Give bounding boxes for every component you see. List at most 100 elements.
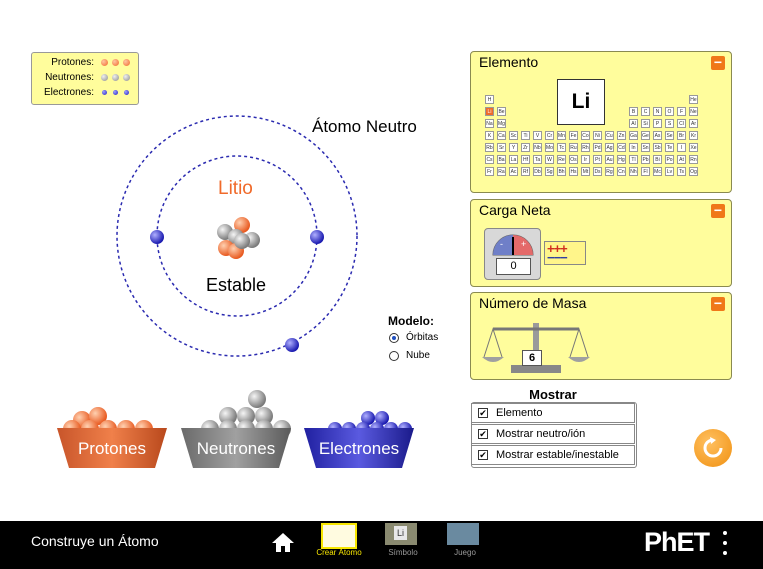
periodic-table-cell[interactable]: Cr <box>545 131 554 140</box>
periodic-table-cell[interactable]: Og <box>689 167 698 176</box>
periodic-table-cell[interactable]: Co <box>581 131 590 140</box>
checkbox-checked-icon[interactable]: ✔ <box>478 450 488 460</box>
periodic-table-cell[interactable]: Xe <box>689 143 698 152</box>
electron[interactable] <box>310 230 324 244</box>
periodic-table-cell[interactable]: Hf <box>521 155 530 164</box>
periodic-table-cell[interactable]: Br <box>677 131 686 140</box>
periodic-table-cell[interactable]: Cs <box>485 155 494 164</box>
periodic-table-cell[interactable]: Ir <box>581 155 590 164</box>
periodic-table-cell[interactable]: Nb <box>533 143 542 152</box>
periodic-table-cell[interactable]: Sc <box>509 131 518 140</box>
collapse-icon[interactable]: − <box>711 55 725 70</box>
screen-tab-game[interactable]: Juego <box>445 521 483 557</box>
periodic-table-cell[interactable]: Ds <box>593 167 602 176</box>
collapse-icon[interactable]: − <box>711 203 725 218</box>
periodic-table-cell[interactable]: Db <box>533 167 542 176</box>
periodic-table-cell[interactable]: Na <box>485 119 494 128</box>
periodic-table-cell[interactable]: Mn <box>557 131 566 140</box>
periodic-table-cell[interactable]: Mo <box>545 143 554 152</box>
periodic-table-cell[interactable]: As <box>653 131 662 140</box>
periodic-table-cell[interactable]: I <box>677 143 686 152</box>
periodic-table-cell[interactable]: Rf <box>521 167 530 176</box>
periodic-table-cell[interactable]: H <box>485 95 494 104</box>
checkbox-checked-icon[interactable]: ✔ <box>478 429 488 439</box>
periodic-table-cell[interactable]: Hg <box>617 155 626 164</box>
periodic-table-cell[interactable]: Ra <box>497 167 506 176</box>
periodic-table-cell[interactable]: C <box>641 107 650 116</box>
periodic-table-cell[interactable]: Zn <box>617 131 626 140</box>
periodic-table-cell[interactable]: Ts <box>677 167 686 176</box>
periodic-table-cell[interactable]: K <box>485 131 494 140</box>
periodic-table-cell[interactable]: He <box>689 95 698 104</box>
periodic-table-cell[interactable]: W <box>545 155 554 164</box>
collapse-icon[interactable]: − <box>711 296 725 311</box>
periodic-table-cell[interactable]: Rb <box>485 143 494 152</box>
periodic-table-cell[interactable]: Y <box>509 143 518 152</box>
neutron-bucket[interactable] <box>181 390 291 468</box>
periodic-table-cell[interactable]: Rh <box>581 143 590 152</box>
periodic-table-cell[interactable]: Cd <box>617 143 626 152</box>
periodic-table-cell[interactable]: Se <box>665 131 674 140</box>
periodic-table-cell[interactable]: Ge <box>641 131 650 140</box>
periodic-table-cell[interactable]: Bh <box>557 167 566 176</box>
periodic-table-cell[interactable]: Ru <box>569 143 578 152</box>
show-element-checkbox[interactable]: ✔ Elemento <box>471 403 635 423</box>
periodic-table-cell[interactable]: Pd <box>593 143 602 152</box>
periodic-table-cell[interactable]: N <box>653 107 662 116</box>
screen-tab-symbol[interactable]: Li Símbolo <box>383 521 421 557</box>
periodic-table-cell[interactable]: B <box>629 107 638 116</box>
periodic-table-cell[interactable]: Be <box>497 107 506 116</box>
periodic-table-cell[interactable]: Fr <box>485 167 494 176</box>
screen-tab-build-atom[interactable]: Crear Átomo <box>316 521 362 557</box>
proton-bucket[interactable] <box>57 407 167 468</box>
periodic-table-cell[interactable]: P <box>653 119 662 128</box>
periodic-table-cell[interactable]: Sn <box>641 143 650 152</box>
phet-logo[interactable]: PhET <box>644 527 710 557</box>
periodic-table-cell[interactable]: Hs <box>569 167 578 176</box>
periodic-table-cell[interactable]: Tc <box>557 143 566 152</box>
periodic-table-cell[interactable]: Tl <box>629 155 638 164</box>
periodic-table-cell[interactable]: Nh <box>629 167 638 176</box>
show-neutral-ion-checkbox[interactable]: ✔ Mostrar neutro/ión <box>471 424 635 444</box>
periodic-table-cell[interactable]: Sg <box>545 167 554 176</box>
periodic-table-cell[interactable]: Po <box>665 155 674 164</box>
periodic-table-cell[interactable]: Zr <box>521 143 530 152</box>
periodic-table-cell[interactable]: Te <box>665 143 674 152</box>
periodic-table-cell[interactable]: Fe <box>569 131 578 140</box>
periodic-table-cell[interactable]: Mg <box>497 119 506 128</box>
periodic-table-cell[interactable]: V <box>533 131 542 140</box>
periodic-table-cell[interactable]: Os <box>569 155 578 164</box>
show-stable-checkbox[interactable]: ✔ Mostrar estable/inestable <box>471 445 635 465</box>
periodic-table-cell[interactable]: Kr <box>689 131 698 140</box>
periodic-table-cell[interactable]: Re <box>557 155 566 164</box>
periodic-table-cell[interactable]: Pb <box>641 155 650 164</box>
periodic-table-cell[interactable]: Ac <box>509 167 518 176</box>
periodic-table-cell[interactable]: Cn <box>617 167 626 176</box>
home-icon[interactable] <box>271 531 295 553</box>
periodic-table-cell[interactable]: Ba <box>497 155 506 164</box>
model-option-orbits[interactable]: Órbitas <box>388 332 448 346</box>
periodic-table-cell[interactable]: Rn <box>689 155 698 164</box>
periodic-table-cell[interactable]: Li <box>485 107 494 116</box>
periodic-table-cell[interactable]: Fl <box>641 167 650 176</box>
phet-menu-button[interactable] <box>720 530 730 558</box>
nucleus[interactable] <box>217 217 260 259</box>
checkbox-checked-icon[interactable]: ✔ <box>478 408 488 418</box>
electron[interactable] <box>285 338 299 352</box>
periodic-table-cell[interactable]: Rg <box>605 167 614 176</box>
radio-icon[interactable] <box>389 351 399 361</box>
periodic-table-cell[interactable]: Si <box>641 119 650 128</box>
periodic-table-cell[interactable]: Mc <box>653 167 662 176</box>
periodic-table-cell[interactable]: F <box>677 107 686 116</box>
periodic-table-cell[interactable]: In <box>629 143 638 152</box>
periodic-table-cell[interactable]: O <box>665 107 674 116</box>
periodic-table-cell[interactable]: Ar <box>689 119 698 128</box>
periodic-table-cell[interactable]: At <box>677 155 686 164</box>
periodic-table-cell[interactable]: Ta <box>533 155 542 164</box>
periodic-table-cell[interactable]: Ca <box>497 131 506 140</box>
periodic-table-cell[interactable]: Al <box>629 119 638 128</box>
periodic-table-cell[interactable]: Lv <box>665 167 674 176</box>
periodic-table-cell[interactable]: S <box>665 119 674 128</box>
periodic-table-cell[interactable]: Mt <box>581 167 590 176</box>
periodic-table-cell[interactable]: Pt <box>593 155 602 164</box>
